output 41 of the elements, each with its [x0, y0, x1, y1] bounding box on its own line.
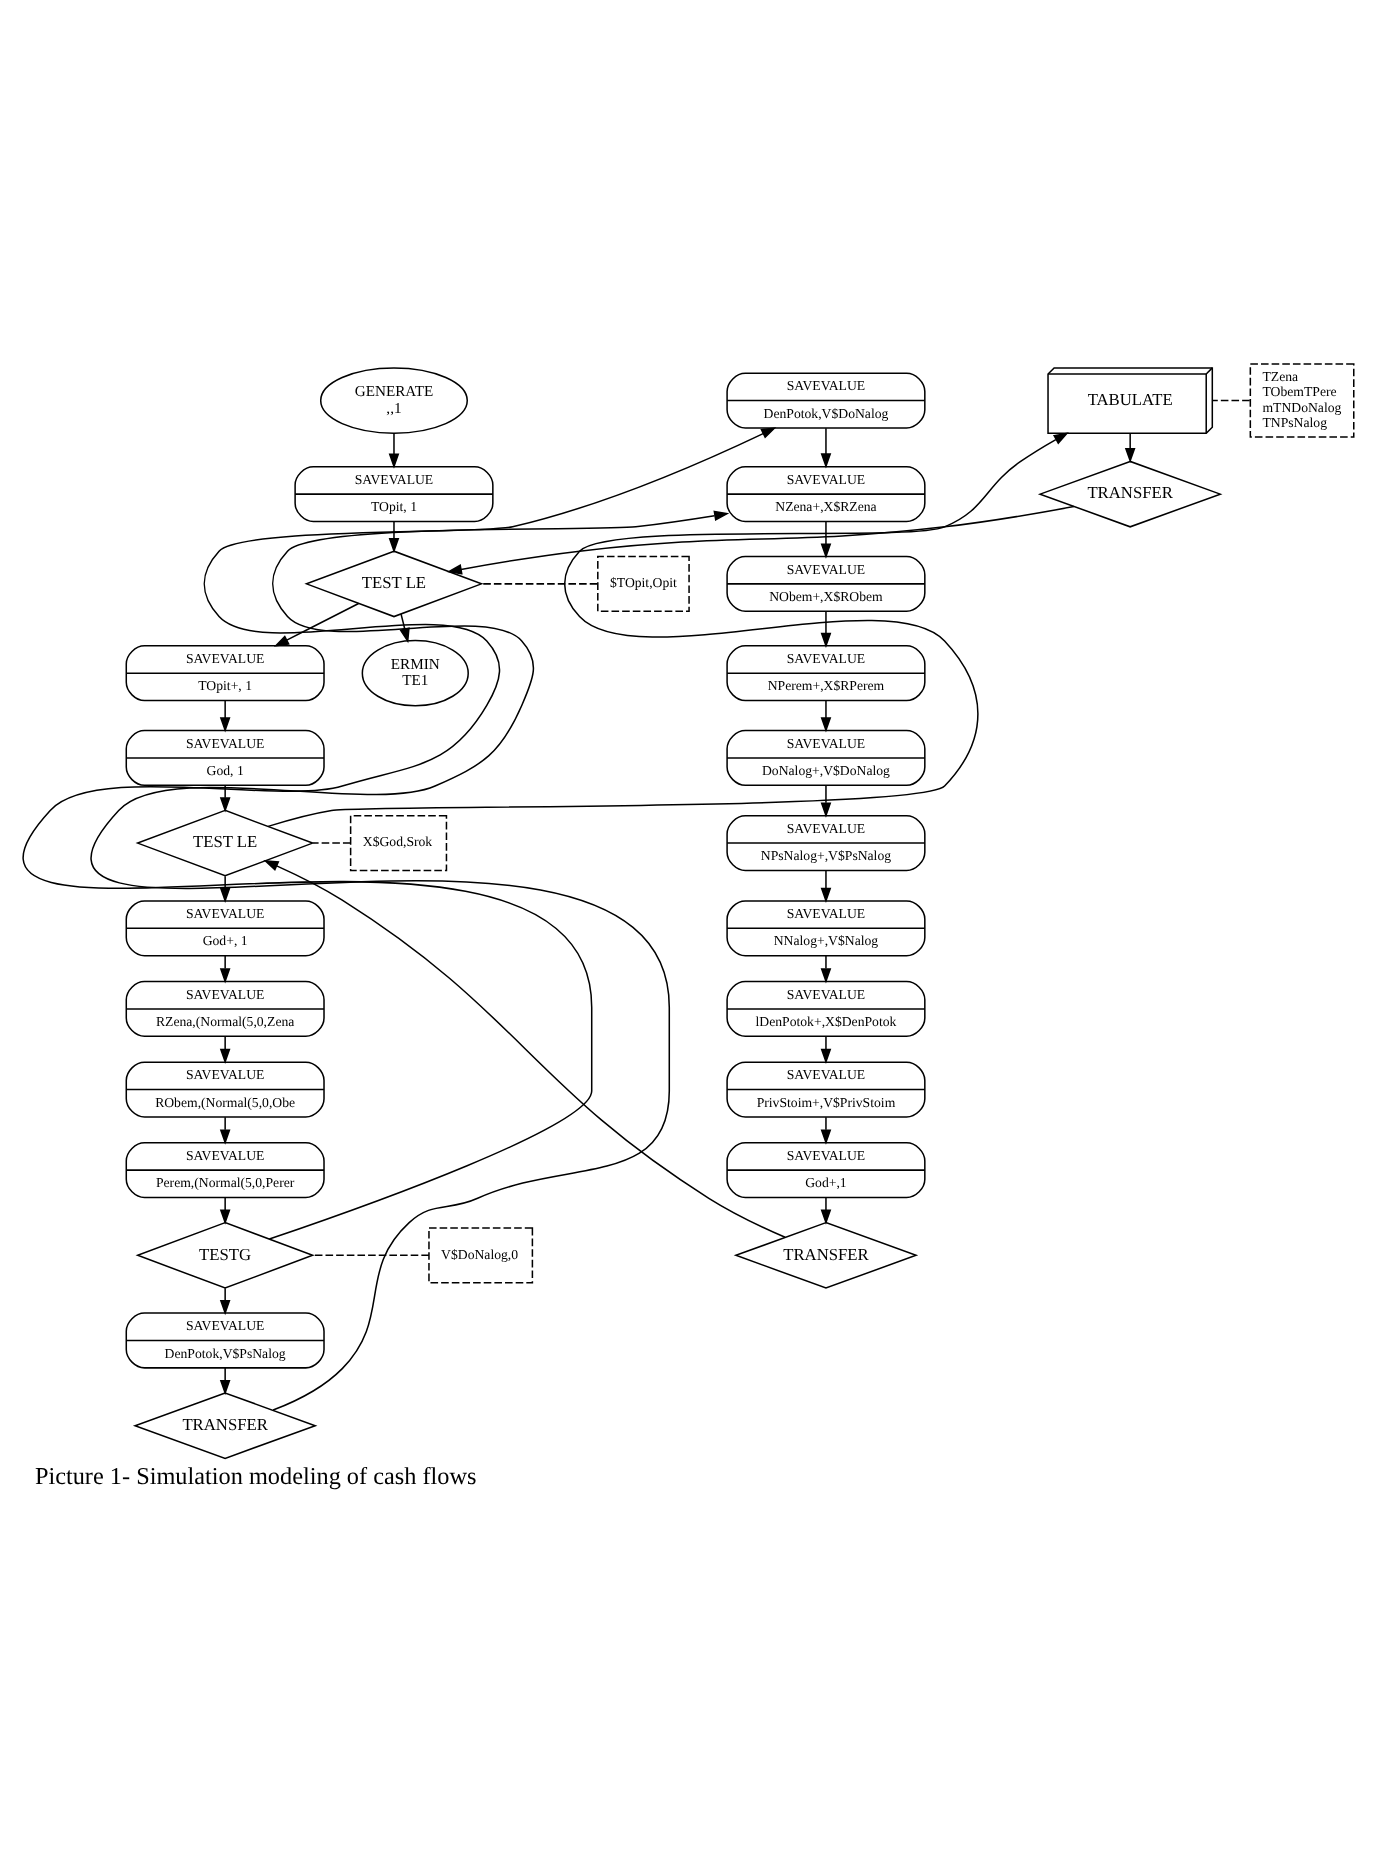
node-ellipse: ERMIN TE1 [361, 639, 469, 707]
arrow [273, 602, 360, 647]
arrow [91, 510, 730, 1411]
node-ellipse: GENERATE ,,1 [319, 367, 468, 434]
arrow [820, 520, 832, 559]
arrow [219, 700, 231, 733]
arrow [820, 1196, 832, 1225]
connector [1212, 399, 1251, 402]
arrow [219, 1035, 231, 1065]
arrow [820, 1116, 832, 1145]
node-diamond: TRANSFER [1037, 460, 1223, 528]
arrow [219, 1287, 231, 1316]
node-diamond: TRANSFER [733, 1221, 919, 1289]
node-diamond: TEST LE [304, 550, 484, 618]
arrow [267, 432, 1069, 828]
node-diamond: TEST LE [135, 809, 315, 877]
arrow [388, 432, 400, 469]
arrow [219, 955, 231, 984]
node-diamond: TRANSFER [132, 1392, 318, 1460]
arrow [820, 784, 832, 818]
arrow [820, 955, 832, 984]
connector [312, 842, 352, 844]
arrow [820, 869, 832, 903]
arrow [446, 505, 1075, 575]
arrow [388, 520, 400, 554]
arrow [820, 1035, 832, 1065]
arrow [820, 700, 832, 733]
arrow [820, 427, 832, 469]
arrow [219, 1367, 231, 1396]
node-diamond: TESTG [135, 1221, 315, 1289]
arrow [820, 610, 832, 649]
caption: Picture 1- Simulation modeling of cash flows [34, 1461, 477, 1490]
arrow [263, 859, 786, 1239]
arrow [1124, 433, 1136, 464]
arrow [219, 1196, 231, 1225]
arrow [23, 427, 777, 1240]
arrow [219, 784, 231, 813]
arrow [219, 1116, 231, 1145]
connector [312, 1254, 430, 1257]
arrow [219, 875, 231, 904]
connector [480, 583, 599, 585]
